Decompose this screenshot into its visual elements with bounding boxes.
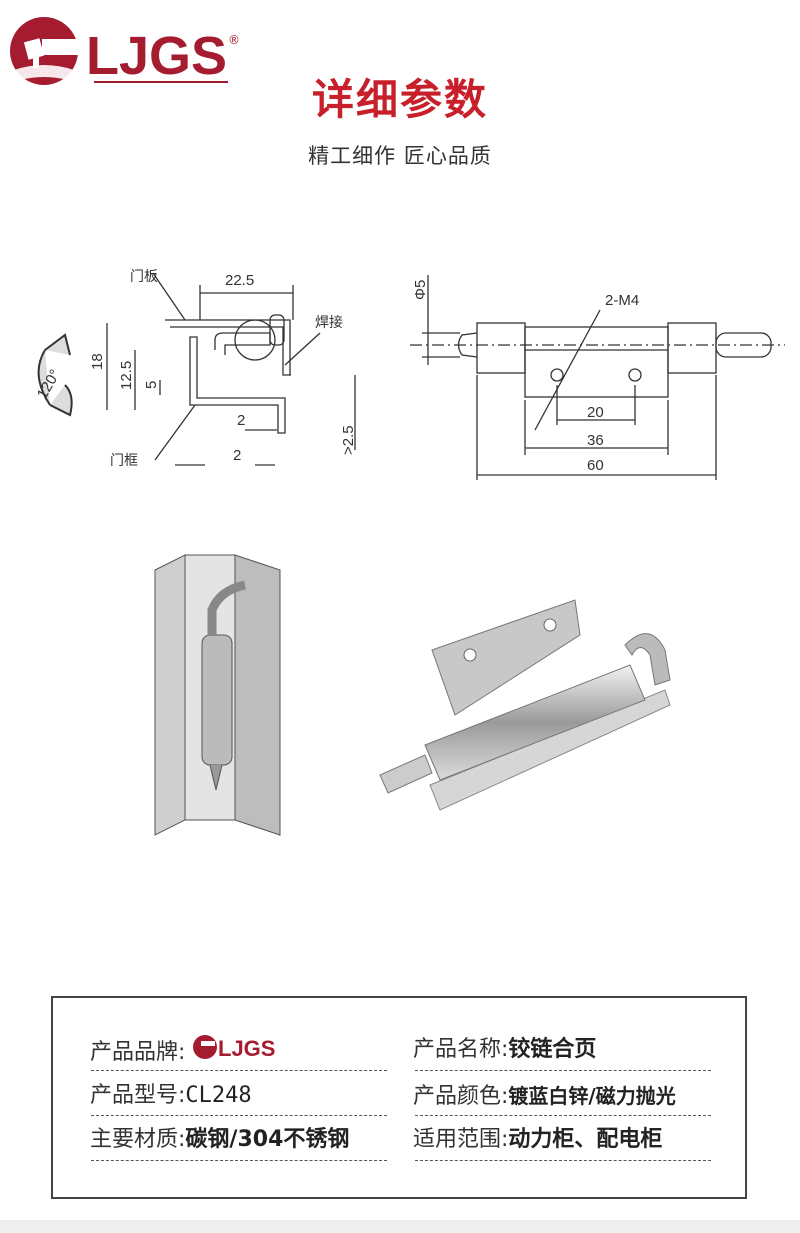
svg-text:LJGS: LJGS [86, 26, 227, 86]
spec-value: CL248 [185, 1083, 252, 1108]
svg-text:60: 60 [587, 457, 604, 474]
divider [415, 1070, 711, 1071]
spec-value: 镀蓝白锌/磁力抛光 [508, 1084, 676, 1108]
side-view-drawing: 22.5 门板 焊接 门框 2 2 18 12.5 5 >2.5 120° [15, 255, 375, 479]
installation-illustration [150, 550, 290, 844]
svg-text:焊接: 焊接 [315, 314, 343, 331]
divider [91, 1160, 387, 1161]
svg-text:36: 36 [587, 432, 604, 449]
front-view-drawing: Φ5 2-M4 20 36 60 [400, 255, 790, 489]
registered-mark: ® [228, 33, 240, 47]
spec-value: 碳钢/304不锈钢 [185, 1127, 350, 1152]
spec-label: 适用范围: [413, 1127, 509, 1152]
svg-text:>2.5: >2.5 [340, 425, 357, 455]
spec-table: 产品品牌: LJGS 产品名称:铰链合页 产品型号:CL248 产品颜色:镀蓝白… [51, 996, 747, 1199]
spec-value: 铰链合页 [508, 1037, 597, 1062]
svg-text:2: 2 [233, 447, 241, 464]
svg-text:门框: 门框 [110, 453, 138, 469]
divider [91, 1070, 387, 1071]
brand-logo: LJGS ® [6, 14, 241, 92]
divider [91, 1115, 387, 1116]
svg-text:LJGS: LJGS [218, 1036, 275, 1061]
svg-text:12.5: 12.5 [118, 361, 135, 390]
spec-model: 产品型号:CL248 [90, 1078, 252, 1114]
spec-label: 主要材质: [90, 1127, 186, 1152]
spec-label: 产品品牌: [90, 1040, 186, 1065]
spec-label: 产品名称: [413, 1037, 509, 1062]
spec-value: 动力柜、配电柜 [508, 1127, 663, 1152]
svg-text:20: 20 [587, 404, 604, 421]
product-photo [370, 595, 690, 824]
svg-text:18: 18 [89, 353, 106, 370]
spec-brand: 产品品牌: LJGS [90, 1032, 292, 1068]
spec-brand-logo: LJGS [192, 1032, 292, 1074]
divider [415, 1115, 711, 1116]
svg-text:2-M4: 2-M4 [605, 292, 639, 309]
page-title: 详细参数 [311, 75, 488, 124]
svg-text:门板: 门板 [130, 269, 158, 285]
spec-application: 适用范围:动力柜、配电柜 [413, 1122, 662, 1158]
spec-label: 产品颜色: [413, 1084, 509, 1109]
spec-name: 产品名称:铰链合页 [413, 1032, 596, 1068]
svg-text:Φ5: Φ5 [412, 280, 429, 300]
spec-material: 主要材质:碳钢/304不锈钢 [90, 1122, 349, 1158]
spec-label: 产品型号: [90, 1083, 186, 1108]
bottom-strip [0, 1220, 800, 1233]
divider [415, 1160, 711, 1161]
svg-text:22.5: 22.5 [225, 272, 254, 289]
spec-color: 产品颜色:镀蓝白锌/磁力抛光 [413, 1078, 676, 1114]
svg-text:5: 5 [143, 381, 160, 389]
svg-text:2: 2 [237, 412, 245, 429]
page-subtitle: 精工细作 匠心品质 [308, 144, 492, 168]
